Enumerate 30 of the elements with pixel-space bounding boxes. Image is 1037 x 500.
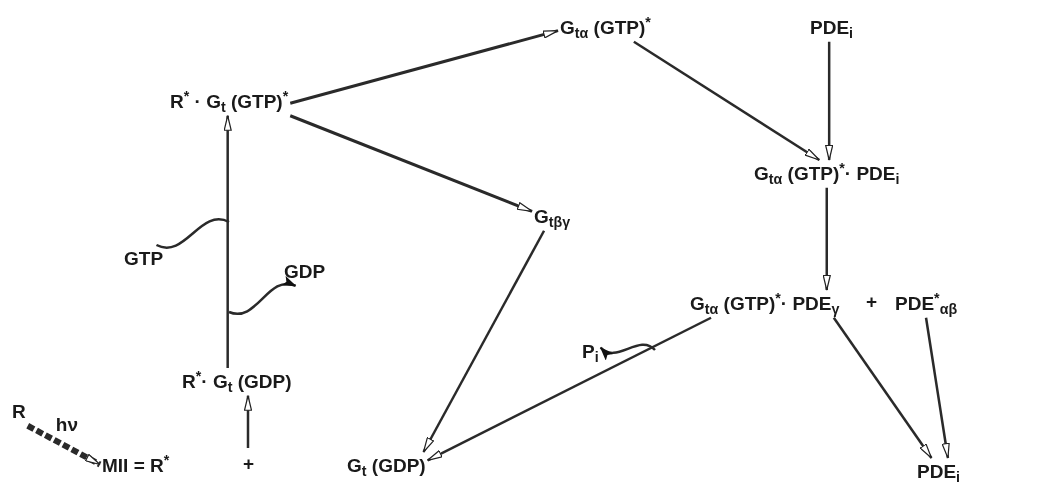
node-label: MII = R$^{*}$ bbox=[100, 452, 172, 480]
arrow bbox=[289, 29, 559, 105]
node-label: G$_{tβγ}$ bbox=[532, 203, 573, 231]
arrow bbox=[289, 114, 533, 213]
arrow bbox=[422, 230, 546, 453]
node-label: GDP bbox=[282, 258, 328, 286]
node-label: G$_{tα}$ (GTP)$^{*}$ bbox=[558, 14, 653, 42]
arrow bbox=[822, 187, 831, 291]
node-label: R bbox=[10, 398, 28, 426]
wavy-arrow bbox=[228, 277, 297, 315]
node-label: P$_{i}$ bbox=[580, 338, 601, 366]
node-label: R$^{*}$ · G$_{t}$ (GTP)$^{*}$ bbox=[168, 88, 291, 116]
node-label: G$_{tα}$ (GTP)$^{*}$· PDE$_{i}$ bbox=[752, 160, 902, 188]
node-label: G$_{tα}$ (GTP)$^{*}$· PDE$_{γ}$ bbox=[688, 290, 842, 318]
arrow bbox=[832, 317, 933, 459]
node-label: PDE$_{i}$ bbox=[808, 14, 856, 42]
arrow bbox=[243, 395, 253, 448]
arrow bbox=[223, 115, 232, 368]
arrow bbox=[26, 423, 102, 468]
wavy-arrow bbox=[599, 343, 656, 360]
node-label: PDE$_{i}$ bbox=[915, 458, 963, 486]
node-label: GTP bbox=[122, 245, 166, 273]
node-label: G$_{t}$ (GDP) bbox=[345, 452, 428, 480]
node-label: R$^{*}$· G$_{t}$ (GDP) bbox=[180, 368, 294, 396]
arrow bbox=[825, 41, 834, 161]
arrow bbox=[924, 317, 950, 459]
arrow bbox=[633, 40, 820, 162]
plus-sign: + bbox=[866, 290, 878, 314]
arrow bbox=[427, 316, 712, 462]
plus-sign: + bbox=[243, 452, 255, 476]
